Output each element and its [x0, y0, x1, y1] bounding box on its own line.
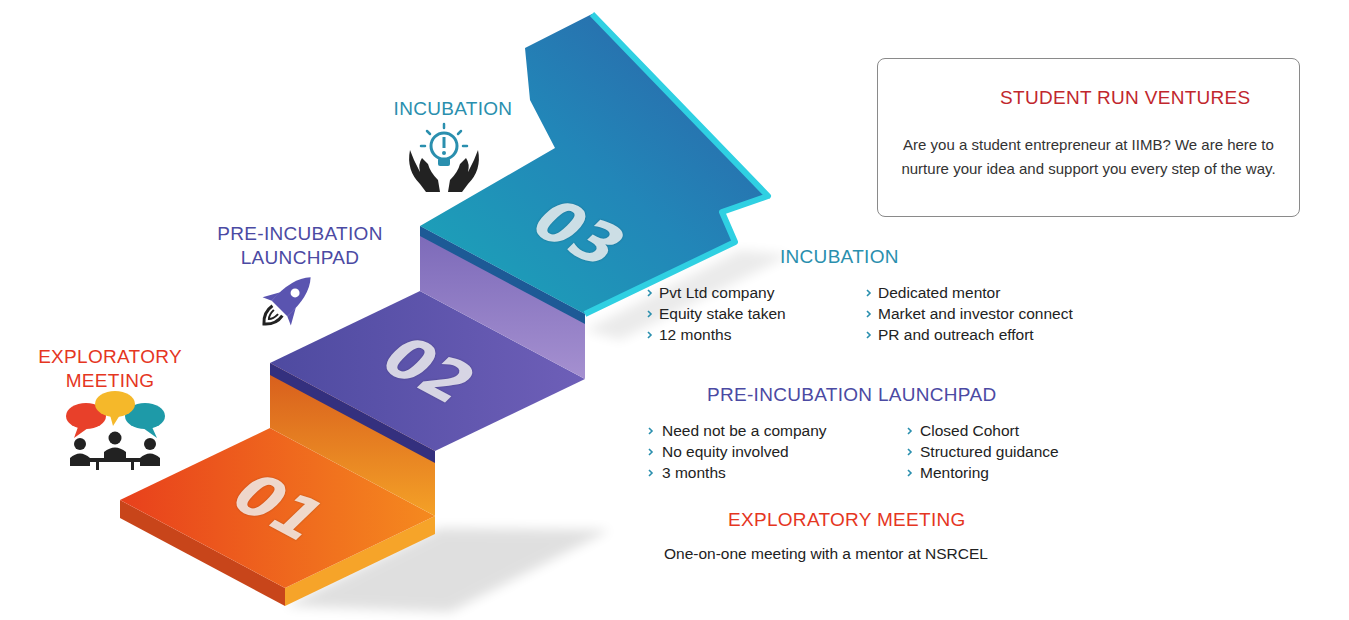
bullet-chevrons	[648, 290, 911, 476]
meeting-icon	[66, 391, 165, 470]
section-heading: INCUBATION	[780, 245, 899, 269]
bullet-item: 3 months	[662, 463, 726, 483]
box-heading: STUDENT RUN VENTURES	[1000, 87, 1299, 109]
section-body: One-on-one meeting with a mentor at NSRC…	[664, 544, 988, 564]
rocket-icon	[250, 263, 325, 338]
bullet-item: 12 months	[659, 325, 731, 345]
bullet-item: Need not be a company	[662, 421, 827, 441]
bullet-item: No equity involved	[662, 442, 789, 462]
arrow-body	[420, 14, 768, 314]
bullet-item: Closed Cohort	[920, 421, 1019, 441]
bullet-item: Dedicated mentor	[878, 283, 1000, 303]
section-heading: PRE-INCUBATION LAUNCHPAD	[707, 383, 996, 407]
stage-title: PRE-INCUBATION LAUNCHPAD	[200, 222, 400, 270]
stage-title: INCUBATION	[394, 97, 513, 121]
stage-title: EXPLORATORY MEETING	[20, 345, 200, 393]
bullet-item: Mentoring	[920, 463, 989, 483]
info-box: STUDENT RUN VENTURES Are you a student en…	[877, 58, 1300, 217]
bullet-item: Equity stake taken	[659, 304, 786, 324]
box-body: Are you a student entrepreneur at IIMB? …	[888, 133, 1289, 181]
bullet-item: PR and outreach effort	[878, 325, 1034, 345]
bullet-item: Structured guidance	[920, 442, 1059, 462]
arrow-edge	[585, 14, 768, 314]
bullet-item: Pvt Ltd company	[659, 283, 774, 303]
idea-hands-icon	[409, 124, 479, 192]
section-heading: EXPLORATORY MEETING	[728, 508, 966, 532]
bullet-item: Market and investor connect	[878, 304, 1073, 324]
